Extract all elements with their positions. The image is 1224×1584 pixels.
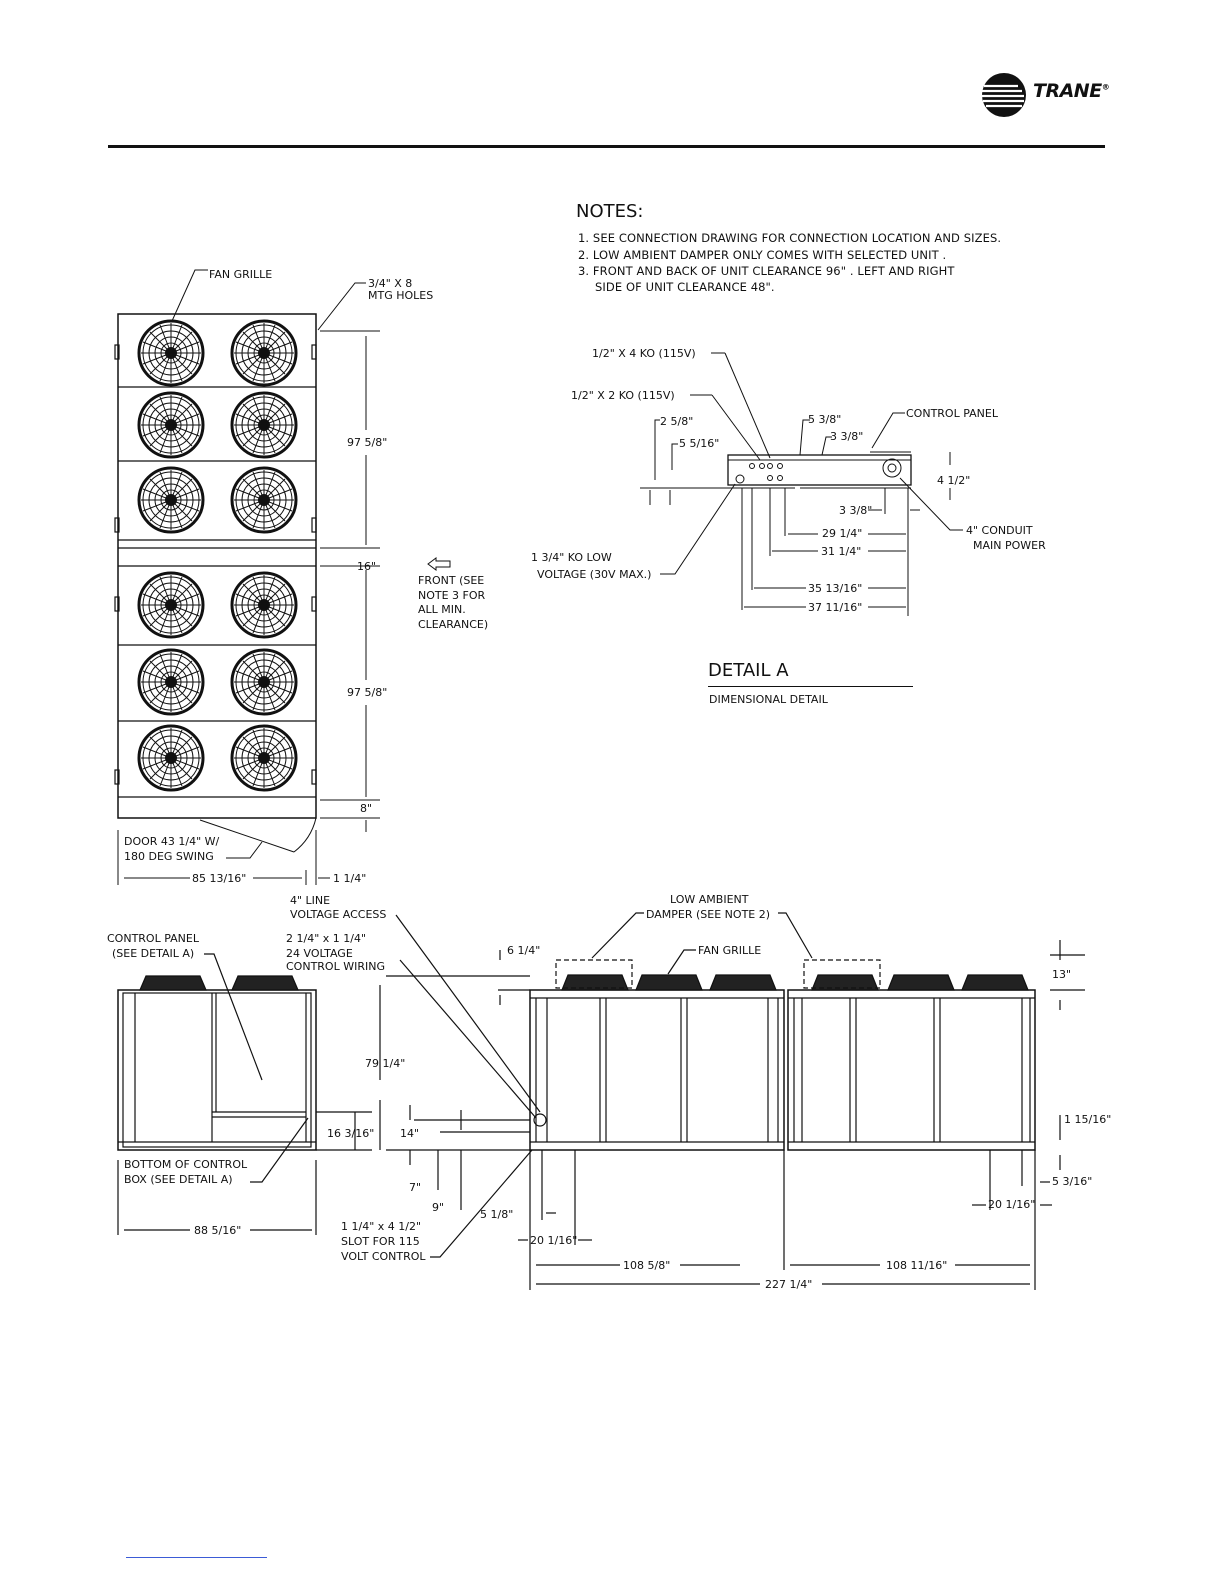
dim-37-11-16: 37 11/16" bbox=[808, 601, 862, 614]
fan-grilles bbox=[137, 319, 298, 792]
dim-227-1-4: 227 1/4" bbox=[765, 1278, 812, 1291]
dim-20-1-16-right: 20 1/16" bbox=[988, 1198, 1035, 1211]
dim-5-1-8: 5 1/8" bbox=[480, 1208, 513, 1221]
fan-grille-icon bbox=[230, 391, 298, 459]
ko-115v-4-label: 1/2" X 4 KO (115V) bbox=[592, 347, 696, 360]
note-2: 2. LOW AMBIENT DAMPER ONLY COMES WITH SE… bbox=[578, 248, 947, 262]
fan-grille-icon bbox=[137, 648, 205, 716]
front-label-4: CLEARANCE) bbox=[418, 618, 488, 631]
fan-grille-icon bbox=[230, 571, 298, 639]
end-control-panel-label: CONTROL PANEL bbox=[107, 932, 200, 945]
trane-logo-icon bbox=[982, 73, 1026, 117]
dim-3-3-8-top: 3 3/8" bbox=[830, 430, 863, 443]
dim-5-3-16: 5 3/16" bbox=[1052, 1175, 1092, 1188]
door-label-2: 180 DEG SWING bbox=[124, 850, 214, 863]
ko-low-voltage-label: 1 3/4" KO LOW bbox=[531, 551, 612, 564]
dim-14: 14" bbox=[400, 1127, 419, 1140]
dim-3-3-8-bottom: 3 3/8" bbox=[839, 504, 872, 517]
front-label-2: NOTE 3 FOR bbox=[418, 589, 486, 602]
ko-low-voltage-label-2: VOLTAGE (30V MAX.) bbox=[537, 568, 651, 581]
dim-control-box: 16 3/16" bbox=[327, 1127, 374, 1140]
dim-end-width: 88 5/16" bbox=[194, 1224, 241, 1237]
footer-link-line bbox=[126, 1557, 267, 1558]
line-access-label-2: VOLTAGE ACCESS bbox=[290, 908, 386, 921]
slot-label-2: SLOT FOR 115 bbox=[341, 1235, 420, 1248]
fan-grille-label: FAN GRILLE bbox=[209, 268, 272, 281]
door-label: DOOR 43 1/4" W/ bbox=[124, 835, 220, 848]
dim-1-15-16: 1 15/16" bbox=[1064, 1113, 1111, 1126]
fan-grille-icon bbox=[230, 466, 298, 534]
conduit-label: 4" CONDUIT bbox=[966, 524, 1033, 537]
ko-115v-2-label: 1/2" X 2 KO (115V) bbox=[571, 389, 675, 402]
slot-label-3: VOLT CONTROL bbox=[341, 1250, 426, 1263]
fan-grille-icon bbox=[230, 319, 298, 387]
slot-label: 1 1/4" x 4 1/2" bbox=[341, 1220, 421, 1233]
note-3: 3. FRONT AND BACK OF UNIT CLEARANCE 96" … bbox=[578, 264, 955, 278]
bottom-control-box-label-2: BOX (SEE DETAIL A) bbox=[124, 1173, 233, 1186]
mtg-holes-label-2: MTG HOLES bbox=[368, 289, 433, 302]
dim-4-1-2: 4 1/2" bbox=[937, 474, 970, 487]
dim-upper: 97 5/8" bbox=[347, 436, 387, 449]
mtg-holes-label: 3/4" X 8 bbox=[368, 277, 412, 290]
detail-a bbox=[640, 352, 963, 616]
dim-5-3-8: 5 3/8" bbox=[808, 413, 841, 426]
bottom-control-box-label: BOTTOM OF CONTROL bbox=[124, 1158, 248, 1171]
note-1: 1. SEE CONNECTION DRAWING FOR CONNECTION… bbox=[578, 231, 1002, 245]
side-fan-grille-label: FAN GRILLE bbox=[698, 944, 761, 957]
dim-31-1-4: 31 1/4" bbox=[821, 545, 861, 558]
dim-13: 13" bbox=[1052, 968, 1071, 981]
dim-6-1-4: 6 1/4" bbox=[507, 944, 540, 957]
note-3-cont: SIDE OF UNIT CLEARANCE 48". bbox=[595, 280, 775, 294]
fan-grille-icon bbox=[137, 391, 205, 459]
end-control-panel-label-2: (SEE DETAIL A) bbox=[112, 947, 194, 960]
dim-lower: 97 5/8" bbox=[347, 686, 387, 699]
front-label-3: ALL MIN. bbox=[418, 603, 466, 616]
dim-2-5-8: 2 5/8" bbox=[660, 415, 693, 428]
dim-7: 7" bbox=[409, 1181, 421, 1194]
detail-title: DETAIL A bbox=[708, 660, 789, 681]
brand-name: TRANE® bbox=[1033, 80, 1110, 102]
dim-108-11-16: 108 11/16" bbox=[886, 1259, 947, 1272]
fan-grille-icon bbox=[230, 724, 298, 792]
dim-5-5-16: 5 5/16" bbox=[679, 437, 719, 450]
dim-gap: 16" bbox=[357, 560, 376, 573]
wiring-label: 2 1/4" x 1 1/4" bbox=[286, 932, 366, 945]
fan-grille-icon bbox=[137, 571, 205, 639]
conduit-label-2: MAIN POWER bbox=[973, 539, 1046, 552]
dim-35-13-16: 35 13/16" bbox=[808, 582, 862, 595]
damper-label-2: DAMPER (SEE NOTE 2) bbox=[646, 908, 770, 921]
control-panel-label: CONTROL PANEL bbox=[906, 407, 999, 420]
fan-grille-icon bbox=[230, 648, 298, 716]
wiring-label-3: CONTROL WIRING bbox=[286, 960, 385, 973]
header-rule bbox=[108, 145, 1105, 148]
dim-9: 9" bbox=[432, 1201, 444, 1214]
dim-end-height: 79 1/4" bbox=[365, 1057, 405, 1070]
dim-width: 85 13/16" bbox=[192, 872, 246, 885]
dim-20-1-16-left: 20 1/16" bbox=[530, 1234, 577, 1247]
front-label: FRONT (SEE bbox=[418, 574, 484, 587]
side-view bbox=[386, 912, 1085, 1290]
damper-label: LOW AMBIENT bbox=[670, 893, 749, 906]
fan-grille-icon bbox=[137, 724, 205, 792]
dim-bottom: 8" bbox=[360, 802, 372, 815]
dim-29-1-4: 29 1/4" bbox=[822, 527, 862, 540]
fan-grille-icon bbox=[137, 466, 205, 534]
end-view bbox=[117, 953, 381, 1235]
notes-title: NOTES: bbox=[576, 201, 644, 222]
line-access-label: 4" LINE bbox=[290, 894, 330, 907]
detail-rule bbox=[708, 686, 913, 687]
detail-subtitle: DIMENSIONAL DETAIL bbox=[709, 693, 828, 706]
dim-offset: 1 1/4" bbox=[333, 872, 366, 885]
wiring-label-2: 24 VOLTAGE bbox=[286, 947, 353, 960]
dim-108-5-8: 108 5/8" bbox=[623, 1259, 670, 1272]
fan-grille-icon bbox=[137, 319, 205, 387]
top-view bbox=[114, 313, 317, 819]
